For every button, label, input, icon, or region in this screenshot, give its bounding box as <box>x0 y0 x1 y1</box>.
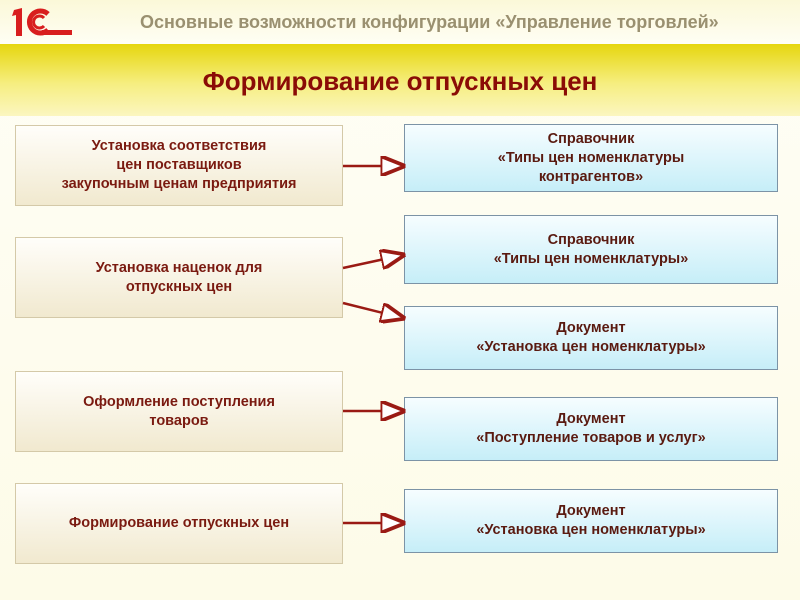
slide-subtitle: Основные возможности конфигурации «Управ… <box>140 12 719 32</box>
right-box-goods-receipt-doc: Документ«Поступление товаров и услуг» <box>404 397 778 461</box>
title-band <box>0 44 800 116</box>
1c-logo <box>12 8 72 36</box>
arrow <box>342 301 403 318</box>
header-strip <box>0 0 800 44</box>
left-box-sale-prices: Формирование отпускных цен <box>15 483 343 564</box>
right-box-price-setting-doc: Документ«Установка цен номенклатуры» <box>404 306 778 370</box>
right-box-price-types: Справочник«Типы цен номенклатуры» <box>404 215 778 284</box>
right-box-price-setting-doc-2: Документ«Установка цен номенклатуры» <box>404 489 778 553</box>
arrow <box>342 255 403 268</box>
slide-title: Формирование отпускных цен <box>202 66 598 96</box>
